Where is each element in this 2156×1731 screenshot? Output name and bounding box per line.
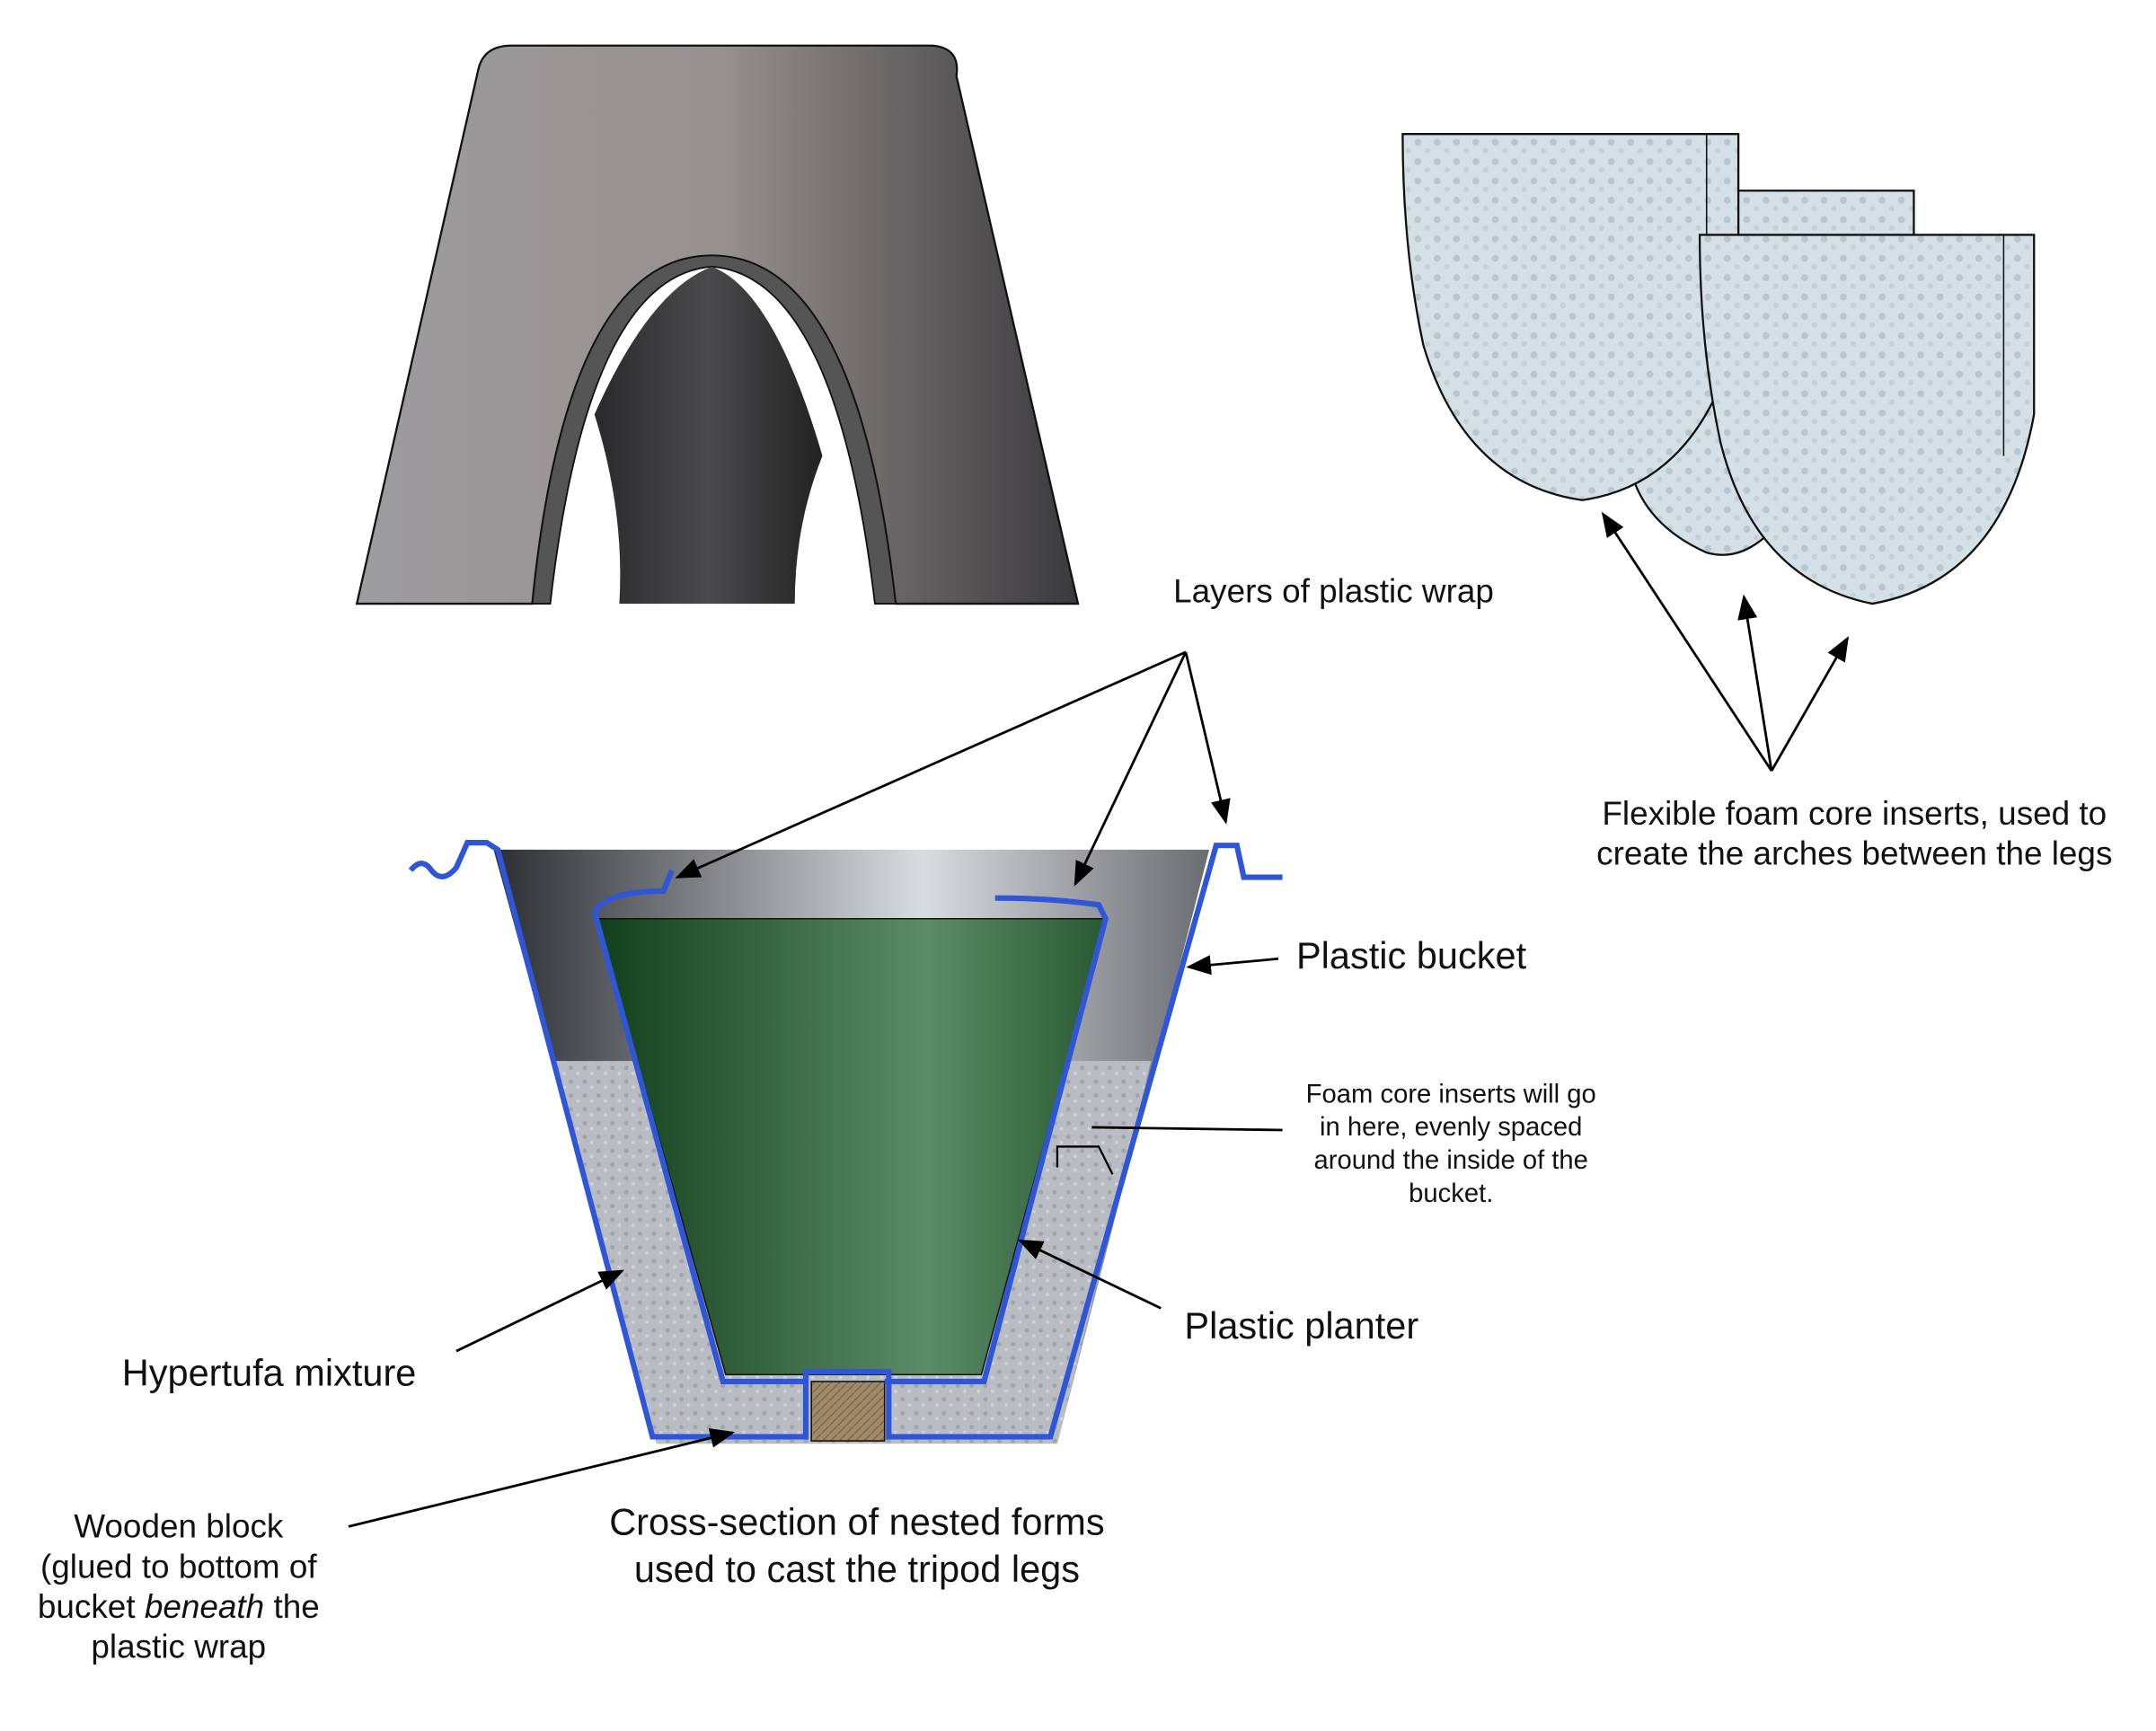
- foam-inserts-illustration: [1401, 133, 2036, 605]
- hypertufa-label: Hypertufa mixture: [122, 1352, 417, 1394]
- foam-inserts-label-line2: create the arches between the legs: [1596, 835, 2112, 872]
- foam-note-line1: Foam core inserts will go: [1306, 1080, 1596, 1108]
- plastic-wrap-lines: [408, 840, 1283, 1440]
- wooden-block: [810, 1381, 886, 1442]
- wooden-block-label-line4: plastic wrap: [91, 1628, 266, 1665]
- plastic-bucket-label: Plastic bucket: [1296, 934, 1527, 976]
- pointer-arrows: [348, 511, 1849, 1528]
- caption-line2: used to cast the tripod legs: [634, 1548, 1080, 1590]
- foam-note-line2: in here, evenly spaced: [1320, 1113, 1582, 1142]
- bucket-cross-section: [408, 840, 1283, 1444]
- foam-inserts-label-line1: Flexible foam core inserts, used to: [1602, 795, 2107, 832]
- foam-note-line3: around the inside of the: [1314, 1146, 1588, 1175]
- wooden-block-label-line3: bucket beneath the: [38, 1588, 320, 1625]
- wooden-block-label-line2: (glued to bottom of: [40, 1548, 317, 1585]
- caption-line1: Cross-section of nested forms: [609, 1501, 1104, 1543]
- plastic-wrap-label: Layers of plastic wrap: [1173, 573, 1494, 610]
- plastic-planter-label: Plastic planter: [1184, 1304, 1418, 1347]
- stool-illustration: [355, 44, 1080, 605]
- wooden-block-label-line1: Wooden block: [74, 1508, 284, 1545]
- foam-note-line4: bucket.: [1409, 1179, 1493, 1208]
- wooden-block-label: Wooden block (glued to bottom of bucket …: [38, 1508, 320, 1665]
